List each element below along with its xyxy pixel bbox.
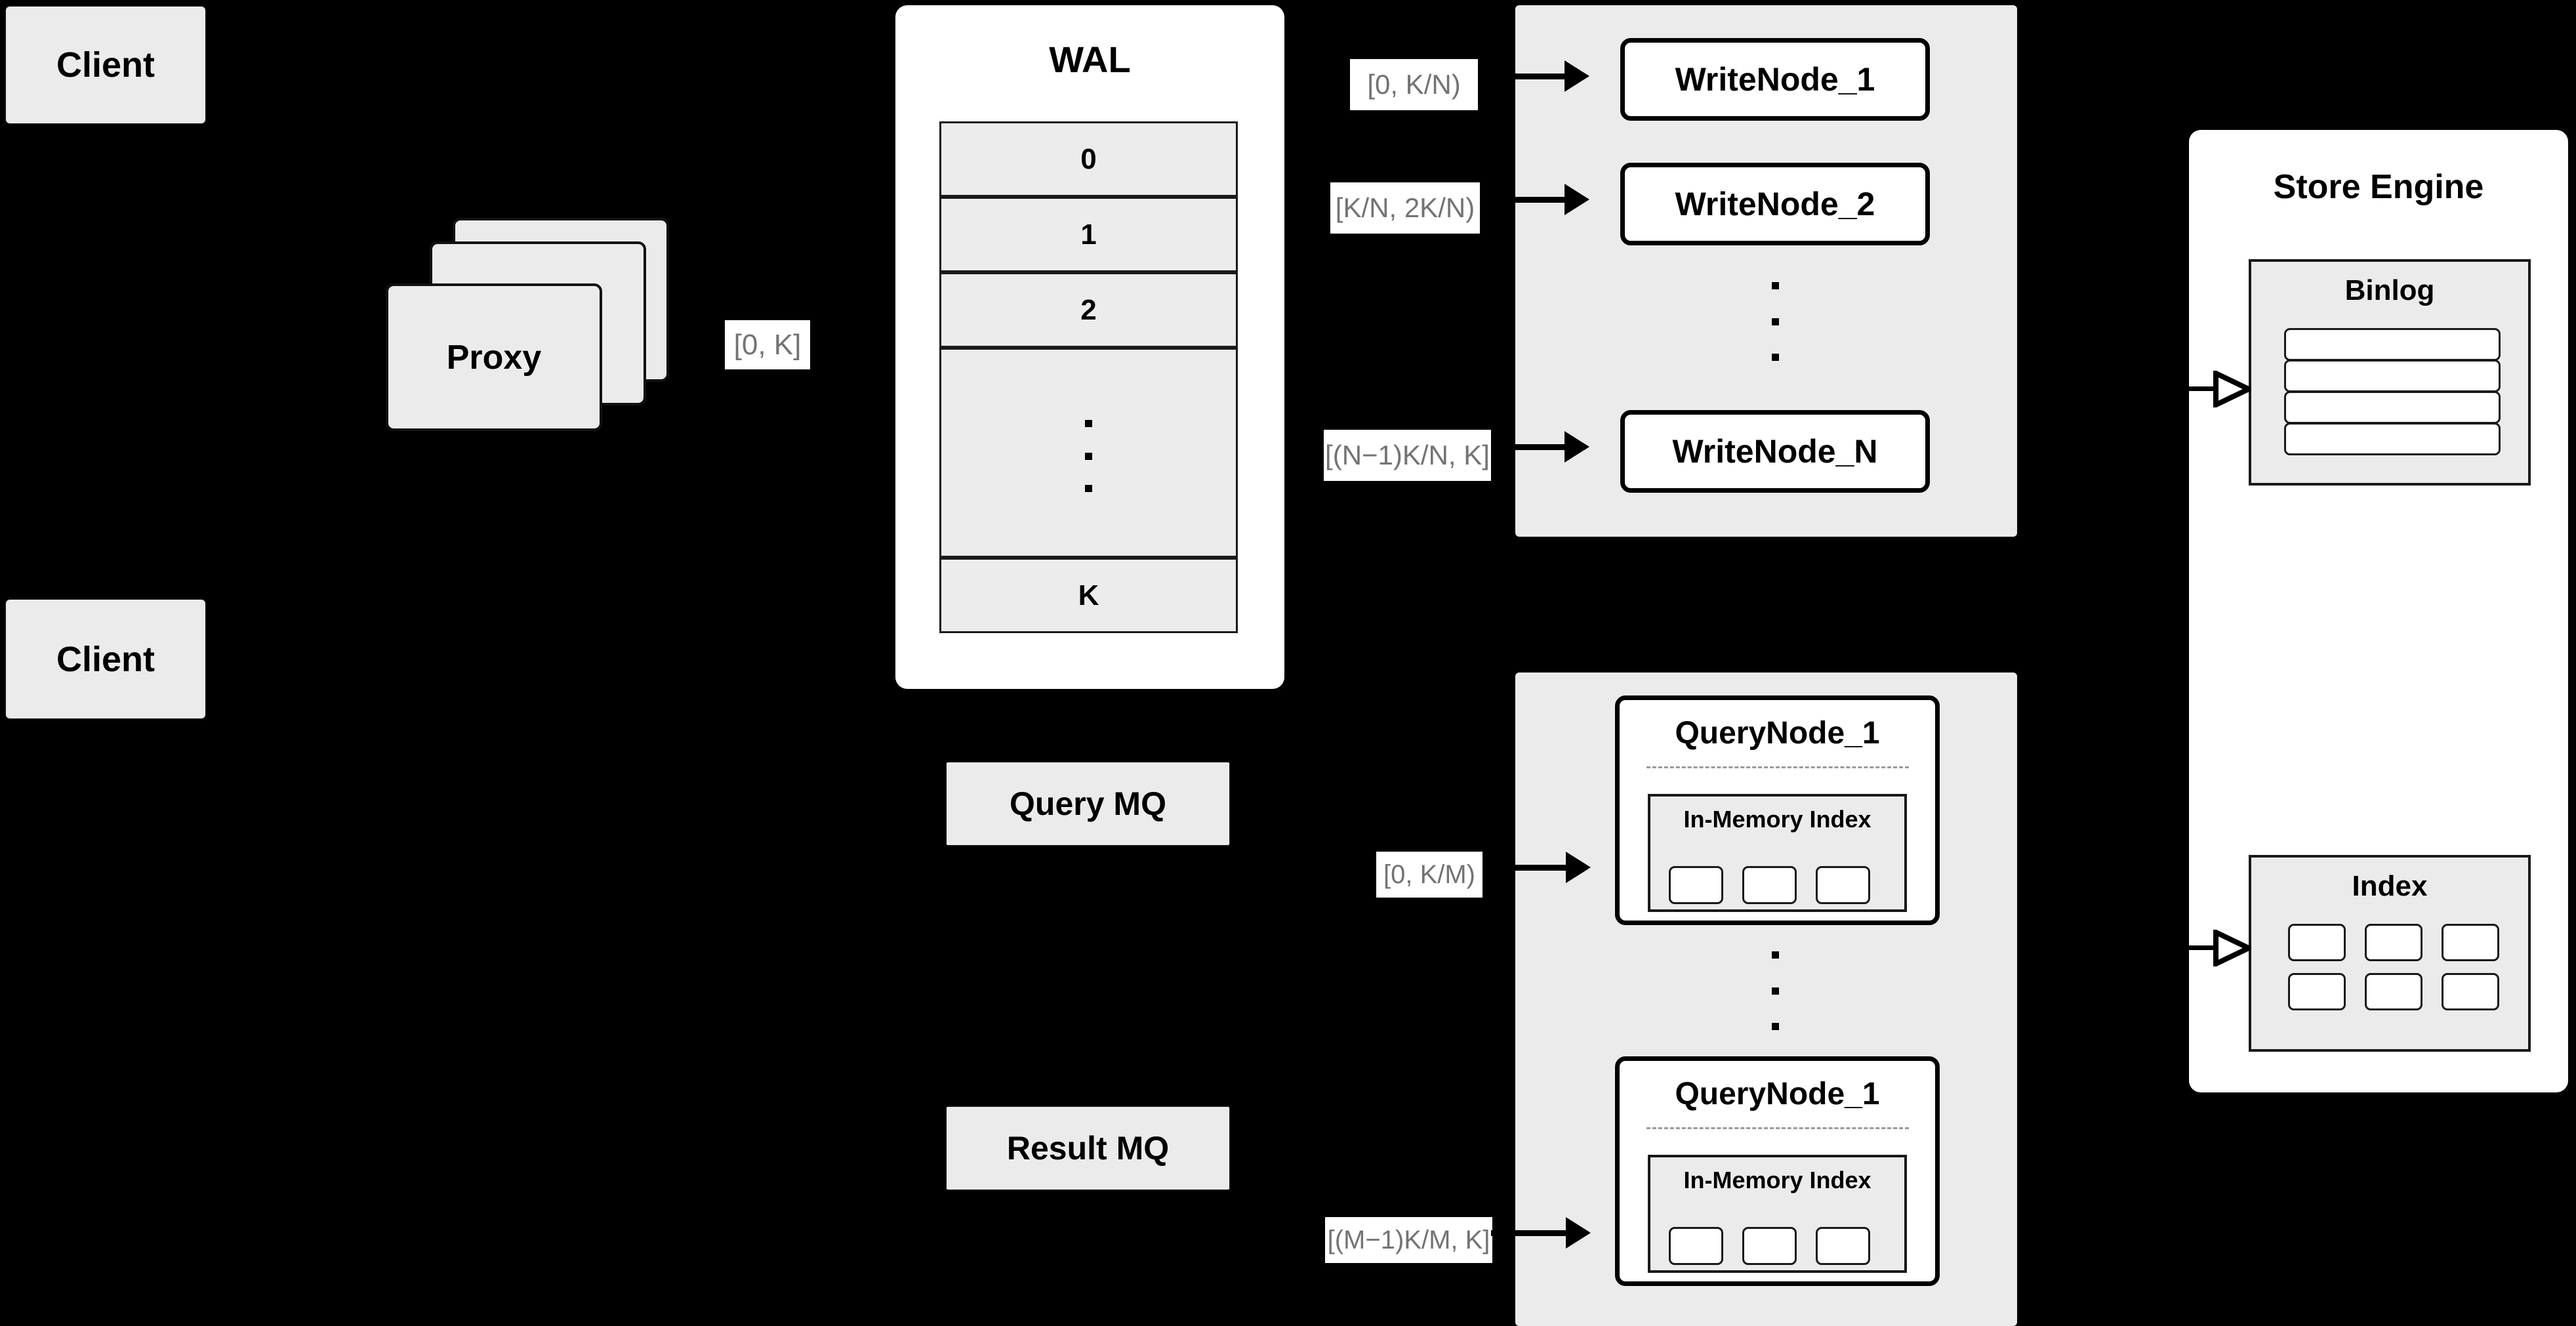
wal-slot-k[interactable]: K (939, 558, 1238, 633)
query-node-1-arrow-head-icon (1566, 852, 1591, 883)
write-node-1-range-label: [0, K/N) (1350, 59, 1478, 110)
write-node-2-box[interactable]: WriteNode_2 (1620, 163, 1930, 245)
query-node-m-segment-2[interactable] (1742, 1227, 1797, 1265)
binlog-stripe-4[interactable] (2284, 423, 2501, 455)
binlog-inbound-arrow-head-icon (2213, 371, 2251, 407)
proxy-label: Proxy (446, 338, 542, 377)
index-cell-6[interactable] (2442, 973, 2499, 1010)
write-node-2-arrow-head-icon (1564, 184, 1589, 215)
index-title: Index (2352, 870, 2428, 902)
wal-slot-0[interactable]: 0 (939, 121, 1238, 197)
query-node-1-separator (1646, 766, 1909, 768)
query-node-1-arrow-shaft (1482, 865, 1574, 871)
binlog-stripe-2[interactable] (2284, 360, 2501, 392)
query-node-1-range-label: [0, K/M) (1376, 852, 1482, 898)
query-node-m-arrow-shaft (1491, 1230, 1574, 1236)
wal-slot-2[interactable]: 2 (939, 272, 1238, 348)
write-node-2-arrow-shaft (1480, 197, 1573, 203)
query-node-m-range-label: [(M−1)K/M, K] (1325, 1217, 1492, 1263)
query-mq-label: Query MQ (1010, 785, 1166, 822)
client-label-1: Client (56, 45, 155, 85)
query-node-m-label: QueryNode_1 (1675, 1077, 1880, 1111)
client-box-2[interactable]: Client (5, 598, 207, 720)
query-node-1-segment-2[interactable] (1742, 866, 1797, 904)
write-node-n-box[interactable]: WriteNode_N (1620, 410, 1930, 493)
write-node-2-range-label: [K/N, 2K/N) (1330, 182, 1480, 234)
query-cluster-ellipsis-dots (1771, 951, 1779, 1030)
query-node-m-segment-3[interactable] (1816, 1227, 1870, 1265)
write-node-n-arrow-shaft (1491, 444, 1573, 450)
query-node-1-inmemory-index-title: In-Memory Index (1683, 806, 1871, 833)
query-node-1-segment-1[interactable] (1669, 866, 1723, 904)
binlog-title: Binlog (2344, 274, 2435, 306)
proxy-stack-layer-front[interactable]: Proxy (386, 283, 602, 431)
query-node-m-segment-1[interactable] (1669, 1227, 1723, 1265)
index-cell-2[interactable] (2365, 924, 2423, 961)
query-mq-box[interactable]: Query MQ (945, 761, 1231, 846)
index-inbound-arrow-head-icon (2213, 930, 2251, 966)
result-mq-box[interactable]: Result MQ (945, 1106, 1231, 1191)
index-inbound-arrow-shaft (2188, 945, 2218, 950)
client-label-2: Client (56, 639, 155, 679)
write-node-1-arrow-shaft (1478, 73, 1573, 79)
index-cell-3[interactable] (2442, 924, 2499, 961)
query-node-m-inmemory-index-title: In-Memory Index (1683, 1167, 1871, 1193)
write-node-n-arrow-head-icon (1564, 431, 1589, 463)
result-mq-label: Result MQ (1006, 1130, 1170, 1167)
index-cell-5[interactable] (2365, 973, 2423, 1010)
query-node-1-segment-3[interactable] (1816, 866, 1870, 904)
index-cell-1[interactable] (2288, 924, 2346, 961)
query-node-m-separator (1646, 1127, 1909, 1129)
binlog-inbound-arrow-shaft (2188, 386, 2218, 391)
store-engine-title: Store Engine (2273, 168, 2484, 206)
binlog-stripe-1[interactable] (2284, 328, 2501, 361)
write-node-1-arrow-head-icon (1564, 60, 1589, 92)
wal-ellipsis-dots (1084, 420, 1092, 492)
write-node-n-range-label: [(N−1)K/N, K] (1324, 430, 1491, 481)
binlog-stripe-3[interactable] (2284, 391, 2501, 424)
write-node-1-box[interactable]: WriteNode_1 (1620, 38, 1930, 121)
write-cluster-ellipsis-dots (1771, 282, 1779, 361)
wal-slot-1[interactable]: 1 (939, 197, 1238, 272)
client-box-1[interactable]: Client (5, 5, 207, 125)
wal-title: WAL (1049, 39, 1131, 80)
query-node-m-arrow-head-icon (1566, 1217, 1591, 1249)
index-cell-4[interactable] (2288, 973, 2346, 1010)
query-node-1-label: QueryNode_1 (1675, 716, 1880, 751)
proxy-output-range-label: [0, K] (725, 320, 810, 369)
